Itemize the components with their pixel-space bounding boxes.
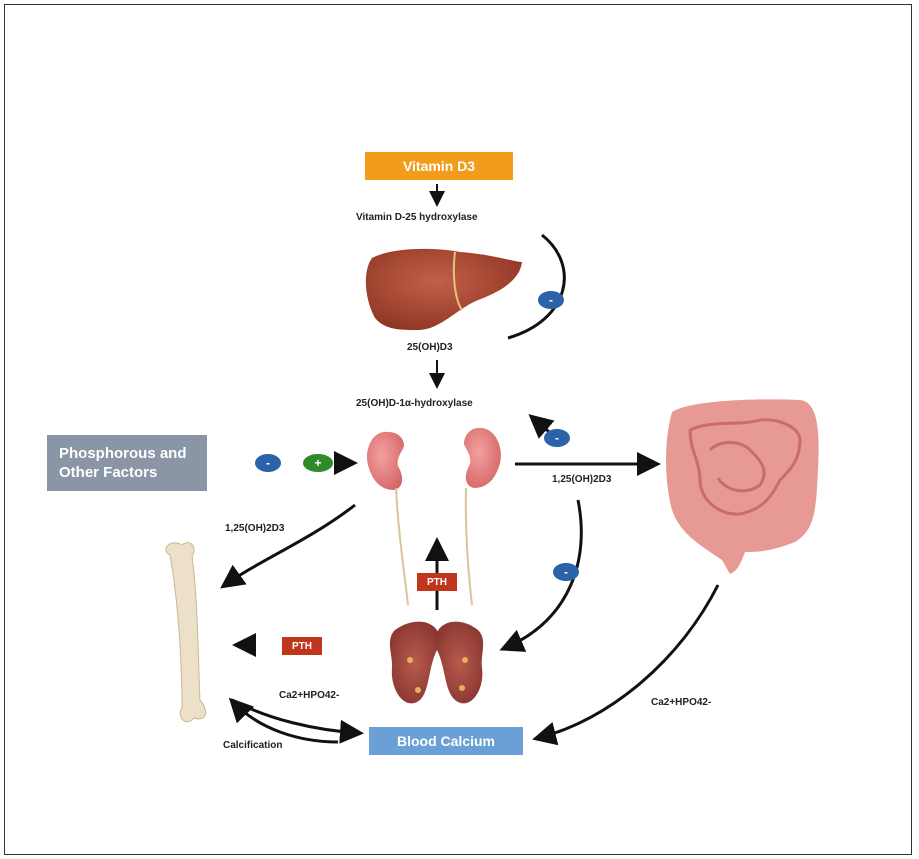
pth-box-horizontal: PTH [282,637,322,655]
vitamin-d3-label: Vitamin D3 [403,158,475,174]
label-ca-hpo4-left: Ca2+HPO42- [279,690,339,701]
liver-icon [366,249,522,330]
thyroid-icon [390,622,483,704]
label-vit-d25-hydroxylase: Vitamin D-25 hydroxylase [356,212,478,223]
label-calcification: Calcification [223,740,282,751]
svg-text:-: - [564,565,568,579]
svg-text:-: - [555,431,559,445]
label-1alpha-hydroxylase: 25(OH)D-1α-hydroxylase [356,398,473,409]
label-25oh-d3: 25(OH)D3 [407,342,453,353]
label-calcitriol-left: 1,25(OH)2D3 [225,523,284,534]
svg-text:+: + [314,456,321,470]
svg-text:-: - [549,293,553,307]
label-ca-hpo4-right: Ca2+HPO42- [651,697,711,708]
liver-feedback-arc [508,235,564,338]
vitamin-d3-box: Vitamin D3 [365,152,513,180]
phosphorous-box: Phosphorous and Other Factors [47,435,207,491]
bone-icon [166,543,206,722]
pth-label-horizontal: PTH [292,641,312,652]
label-calcitriol-right: 1,25(OH)2D3 [552,474,611,485]
intestine-icon [666,399,819,574]
phosphorous-label: Phosphorous and Other Factors [59,444,207,482]
pth-label-vertical: PTH [427,577,447,588]
svg-text:-: - [266,456,270,470]
pth-box-vertical: PTH [417,573,457,591]
blood-calcium-box: Blood Calcium [369,727,523,755]
blood-calcium-label: Blood Calcium [397,733,495,749]
